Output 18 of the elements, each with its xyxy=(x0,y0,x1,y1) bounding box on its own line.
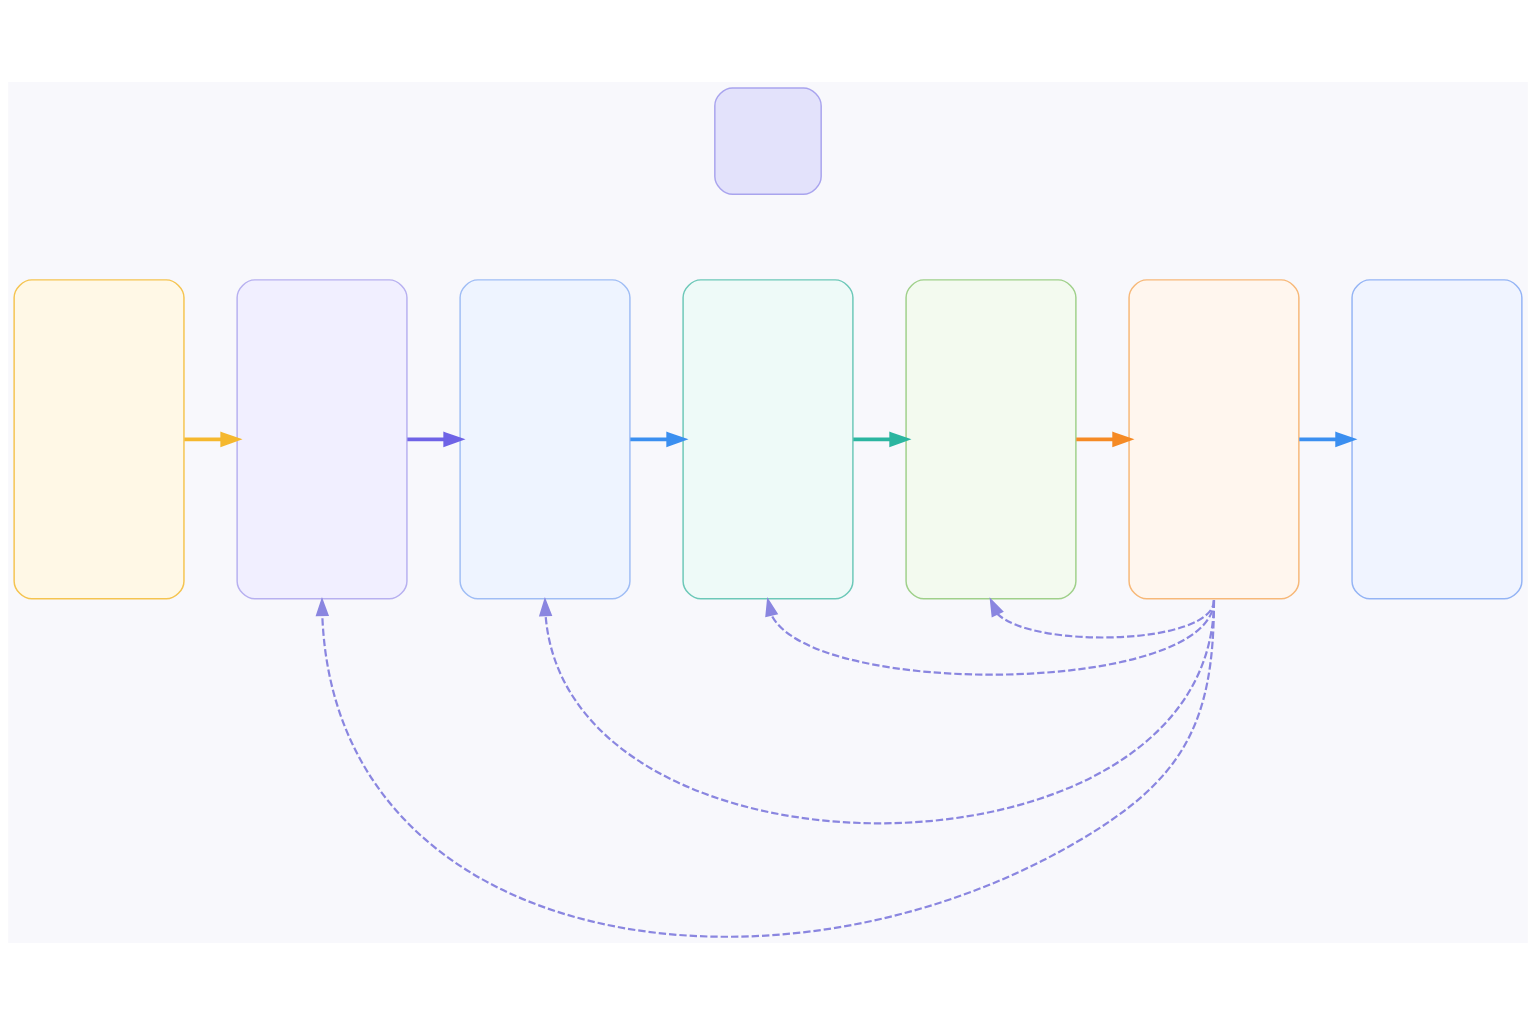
arrow xyxy=(765,596,1215,676)
node-box xyxy=(682,278,854,600)
arrow xyxy=(1299,431,1358,447)
node-box xyxy=(1351,278,1523,600)
node-box xyxy=(1128,278,1300,600)
arrow xyxy=(989,596,1215,638)
arrow xyxy=(1076,431,1135,447)
node-box xyxy=(459,278,631,600)
arrow xyxy=(538,596,1216,824)
node-box xyxy=(236,278,408,600)
arrow xyxy=(407,431,466,447)
arrow xyxy=(630,431,689,447)
node-box xyxy=(13,278,185,600)
arrow xyxy=(315,596,1216,937)
node-box xyxy=(714,86,822,195)
node-box xyxy=(905,278,1077,600)
arrow xyxy=(184,431,243,447)
arrow xyxy=(853,431,912,447)
